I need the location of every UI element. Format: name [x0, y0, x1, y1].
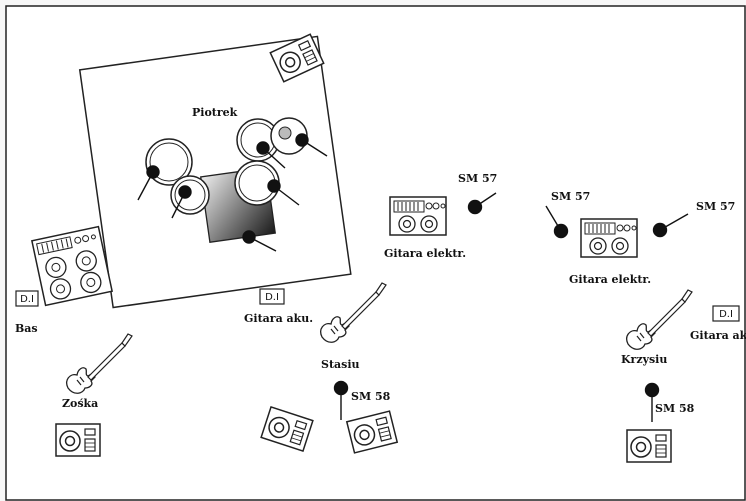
guitar-amp-right-label: Gitara elektr.	[569, 273, 651, 286]
svg-text:D.I: D.I	[719, 309, 733, 320]
guitar-amp-right-icon	[580, 218, 638, 258]
di-box-bass: D.I	[15, 290, 39, 307]
drum-microphones	[137, 133, 328, 252]
sm57-left-label: SM 57	[458, 172, 497, 185]
guitar-amp-left-icon	[389, 196, 447, 236]
sm58-mic-left	[333, 380, 349, 420]
sm58-left-label: SM 58	[351, 390, 391, 403]
svg-text:D.I: D.I	[20, 294, 34, 305]
sm58-right-label: SM 58	[655, 402, 695, 415]
guitar-amp-left-label: Gitara elektr.	[384, 247, 466, 260]
sm57-mic-left	[467, 192, 497, 215]
sm57-right-a-label: SM 57	[551, 190, 590, 203]
di-box-acoustic-left: D.I	[259, 288, 285, 305]
sm58-mic-right	[644, 382, 660, 422]
drum-riser	[78, 35, 352, 309]
sm57-mic-right-a	[545, 205, 569, 239]
monitor-bass-icon	[55, 423, 101, 457]
monitor-right-icon	[626, 429, 672, 463]
acoustic-right-label: Gitara aku.	[690, 329, 746, 342]
svg-text:D.I: D.I	[265, 292, 279, 303]
sm57-right-b-label: SM 57	[696, 200, 735, 213]
bass-amp-icon	[30, 225, 114, 307]
bass-player-label: Zośka	[62, 397, 98, 410]
electric-player-label: Krzysiu	[621, 353, 667, 366]
bass-label: Bas	[15, 322, 38, 335]
di-box-acoustic-right: D.I	[712, 305, 740, 322]
drummer-label: Piotrek	[192, 106, 238, 119]
acoustic-left-label: Gitara aku.	[244, 312, 313, 325]
acoustic-player-label: Stasiu	[321, 358, 360, 371]
sm57-mic-right-b	[652, 213, 689, 238]
